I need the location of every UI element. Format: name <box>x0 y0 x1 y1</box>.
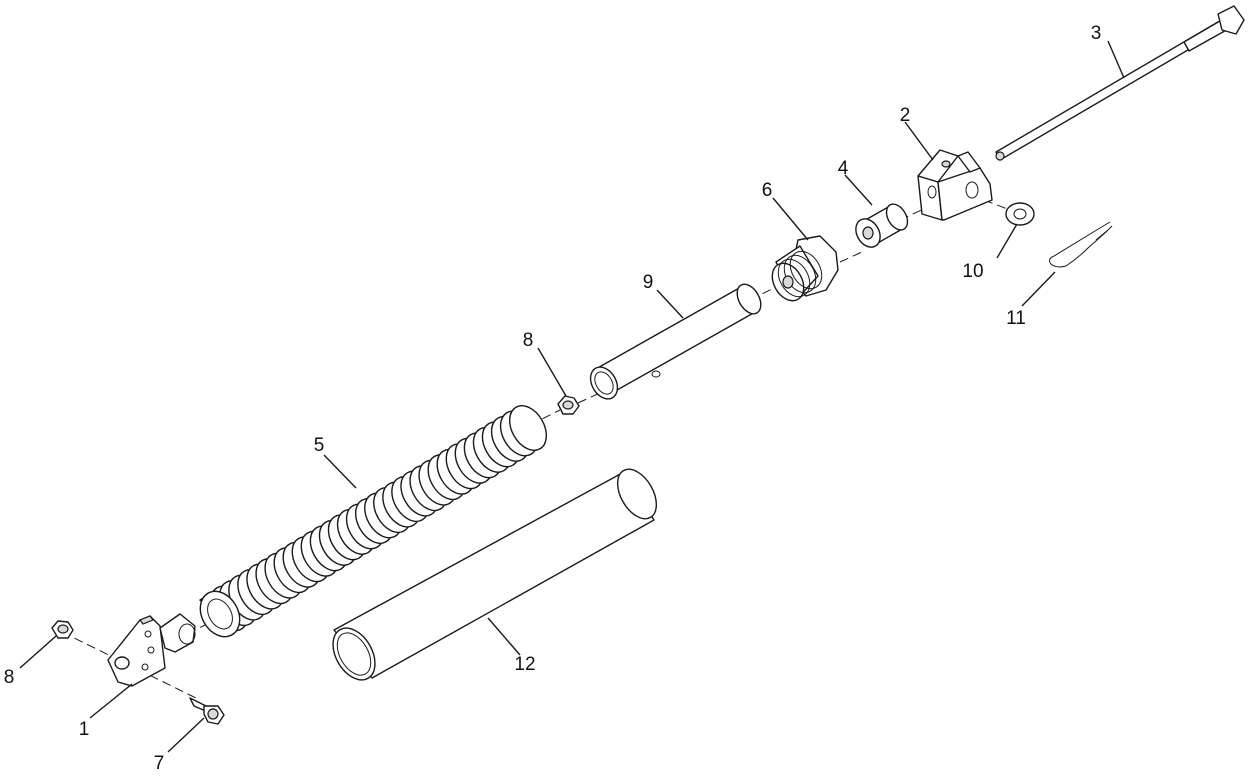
callout-8-lower: 8 <box>4 667 15 688</box>
part-washer <box>1005 202 1035 226</box>
part-coil-spring <box>199 405 548 638</box>
part-cover-tube <box>332 468 658 681</box>
part-nut-lower <box>51 620 74 639</box>
part-bracket <box>917 149 993 221</box>
part-threaded-bushing <box>771 235 839 302</box>
callout-5: 5 <box>314 435 325 456</box>
part-hairpin-clip <box>1049 221 1113 268</box>
part-mounting-plate <box>107 613 196 687</box>
callout-9: 9 <box>643 272 654 293</box>
callout-labels: 1 2 3 4 5 6 7 8 8 9 10 11 12 <box>4 23 1102 774</box>
spring-coil <box>508 405 548 451</box>
callout-10: 10 <box>962 261 983 282</box>
callout-12: 12 <box>514 654 535 675</box>
callout-2: 2 <box>900 105 911 126</box>
callout-leaders <box>19 40 1125 753</box>
part-rod <box>995 5 1245 161</box>
part-tube <box>589 283 762 400</box>
callout-3: 3 <box>1091 23 1102 44</box>
callout-6: 6 <box>762 180 773 201</box>
callout-4: 4 <box>838 158 849 179</box>
callout-11: 11 <box>1006 308 1026 329</box>
callout-7: 7 <box>154 753 165 774</box>
callout-1: 1 <box>79 719 90 740</box>
part-spacer <box>855 203 909 248</box>
part-nut-upper <box>557 395 580 415</box>
part-bolt <box>189 697 225 725</box>
callout-8-upper: 8 <box>523 330 534 351</box>
